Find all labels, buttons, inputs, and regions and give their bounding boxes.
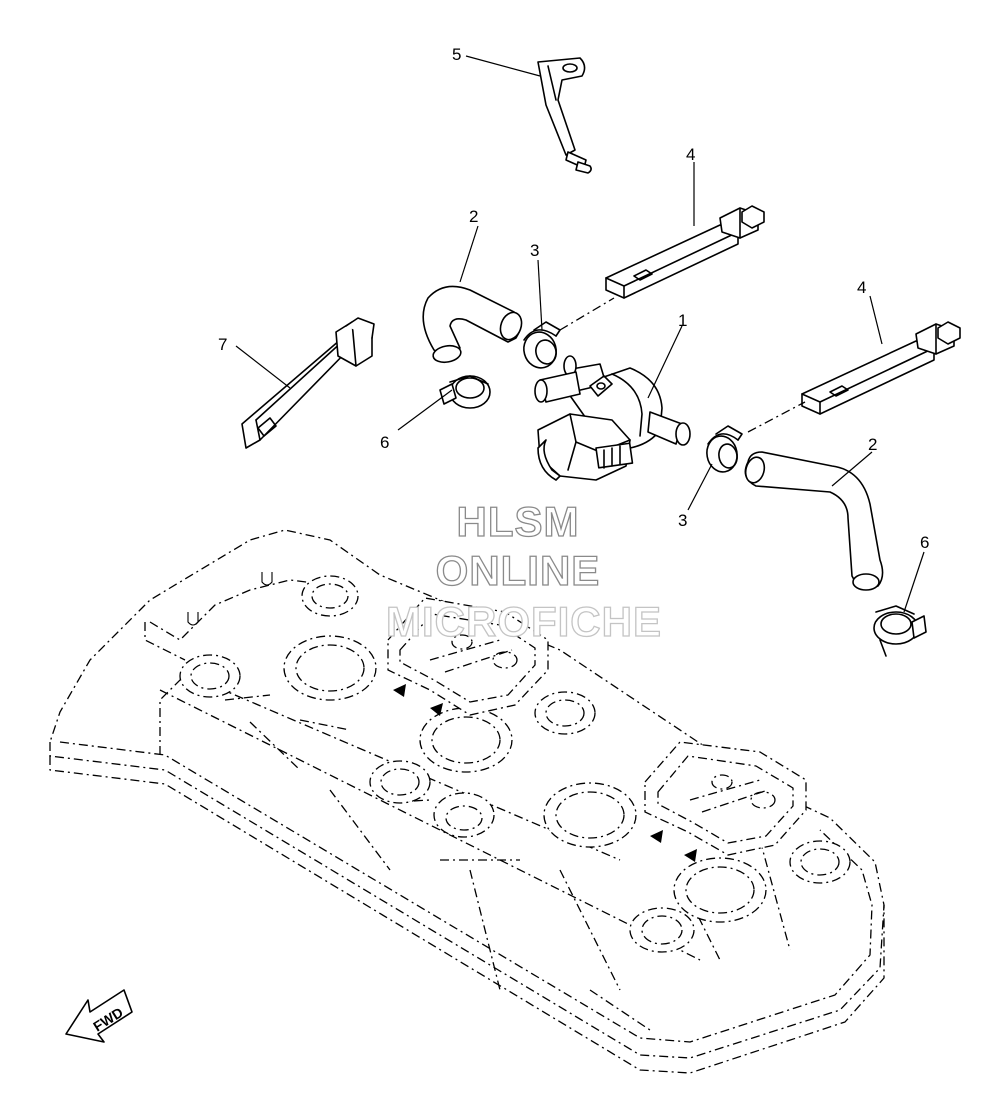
- callout-4-upper: 4: [686, 145, 695, 164]
- callout-2-lower: 2: [868, 435, 877, 454]
- part-6-clamp-lower: [873, 605, 927, 657]
- part-4-strap-upper: [605, 205, 765, 299]
- assembly-lines: [559, 297, 806, 433]
- watermark: HLSM ONLINE MICROFICHE: [385, 497, 662, 645]
- part-2-hose-lower: [744, 451, 884, 591]
- part-6-clamp-upper: [439, 375, 491, 409]
- callout-numbers: 5 4 2 3 4 1 7 6 2 3 6: [218, 45, 929, 552]
- callout-3-upper: 3: [530, 241, 539, 260]
- callout-1: 1: [678, 311, 687, 330]
- part-7-strap: [241, 317, 375, 449]
- fwd-direction-arrow: FWD: [65, 989, 133, 1043]
- callout-5: 5: [452, 45, 461, 64]
- part-5-bracket: [537, 57, 592, 174]
- watermark-line-1: HLSM: [457, 498, 580, 545]
- callout-6-upper: 6: [380, 433, 389, 452]
- callout-3-lower: 3: [678, 511, 687, 530]
- part-3-clamp-lower: [706, 425, 743, 473]
- part-1-air-cut-valve: [534, 355, 691, 481]
- leader-lines: [235, 55, 925, 613]
- part-4-strap-lower: [801, 321, 961, 415]
- callout-7: 7: [218, 335, 227, 354]
- callout-6-lower: 6: [920, 533, 929, 552]
- watermark-line-3: MICROFICHE: [386, 598, 662, 645]
- callout-2-upper: 2: [469, 207, 478, 226]
- watermark-line-2: ONLINE: [436, 547, 601, 594]
- fwd-arrow-icon: [65, 989, 133, 1043]
- part-2-hose-upper: [422, 285, 523, 364]
- cylinder-head-cover: [49, 529, 885, 1074]
- part-3-clamp-upper: [523, 321, 561, 369]
- callout-4-lower: 4: [857, 278, 866, 297]
